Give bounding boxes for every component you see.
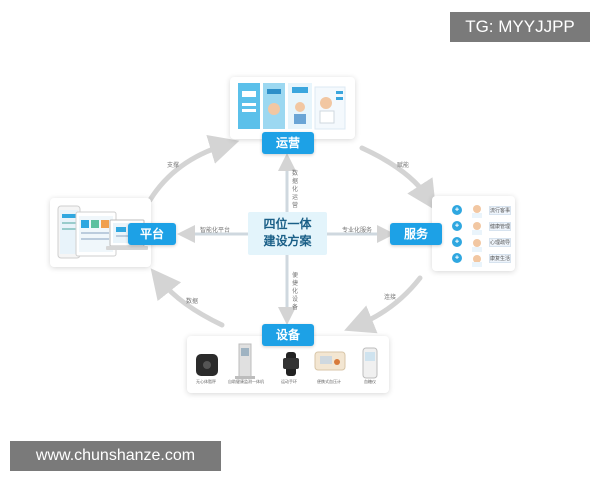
service-icon-1: ✚ (452, 205, 462, 215)
arrow-operation-to-service (359, 145, 437, 211)
service-item-4: 康复生活 (489, 254, 511, 263)
connector-label-top: 数据化运营 (291, 170, 298, 209)
connector-label-bottom: 便捷化设备 (291, 272, 298, 311)
cycle-label-top-left: 支撑 (167, 162, 180, 169)
service-item-3: 心理疏导 (489, 238, 511, 247)
service-icon-3: ✚ (452, 237, 462, 247)
device-button[interactable]: 设备 (262, 324, 314, 346)
device-caption-5: 血糖仪 (364, 379, 376, 384)
device-caption-1: 无心体脂秤 (196, 379, 216, 384)
arrow-service-to-device (344, 275, 423, 334)
service-icon-4: ✚ (452, 253, 462, 263)
operation-card (230, 77, 355, 139)
operation-button[interactable]: 运营 (262, 132, 314, 154)
connector-label-right: 专业化服务 (342, 227, 373, 234)
connector-label-left: 智能化平台 (200, 227, 231, 234)
site-watermark: www.chunshanze.com (10, 441, 221, 471)
service-icon-2: ✚ (452, 221, 462, 231)
service-item-2: 健康管理 (489, 222, 511, 231)
arrow-platform-to-operation (147, 134, 240, 203)
operation-posters-illustration (238, 83, 346, 130)
device-caption-2: 自助健康监测一体机 (228, 379, 264, 384)
device-caption-4: 便携式血压计 (317, 379, 341, 384)
cycle-label-top-right: 赋能 (397, 162, 410, 169)
center-line-2: 建设方案 (263, 234, 312, 248)
service-item-1: 流行客事 (489, 206, 511, 215)
cycle-label-bottom-right: 连接 (384, 294, 397, 301)
service-staff-illustration (472, 205, 482, 267)
devices-illustration (196, 343, 378, 379)
platform-button[interactable]: 平台 (128, 223, 176, 245)
service-button[interactable]: 服务 (390, 223, 442, 245)
arrow-device-to-platform (150, 268, 225, 328)
cycle-label-bottom-left: 数据 (186, 298, 199, 305)
device-caption-3: 运动手环 (281, 379, 297, 384)
tg-watermark: TG: MYYJJPP (450, 12, 590, 42)
center-line-1: 四位一体 (263, 217, 312, 231)
center-plan-box: 四位一体 建设方案 (248, 212, 327, 255)
